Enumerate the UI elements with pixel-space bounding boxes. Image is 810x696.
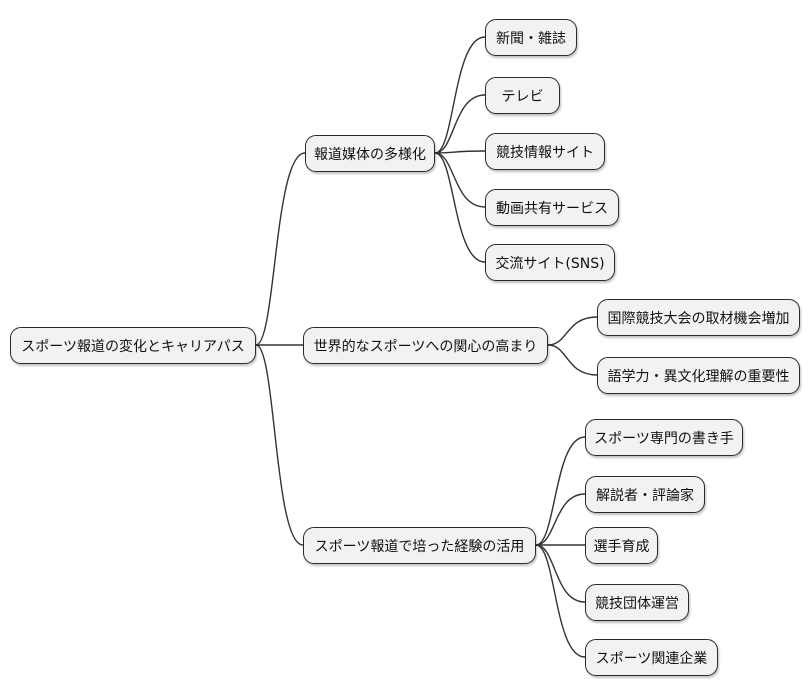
edge-global-coverage [547,316,598,346]
node-leaf-sports-writer: スポーツ専門の書き手 [585,419,743,456]
edge-career-company [535,544,586,658]
node-leaf-sports-info-site: 競技情報サイト [485,133,605,170]
node-leaf-sports-company: スポーツ関連企業 [585,639,718,676]
edge-global-language [547,344,598,376]
edge-root-media [255,152,306,346]
node-leaf-language-culture: 語学力・異文化理解の重要性 [597,357,800,394]
node-leaf-commentator: 解説者・評論家 [585,476,705,513]
edge-media-sns [434,152,486,263]
edge-media-infosite [434,150,486,154]
node-branch-career-use: スポーツ報道で培った経験の活用 [303,527,536,564]
node-leaf-sns: 交流サイト(SNS) [485,244,615,281]
edge-root-career [255,344,304,546]
node-leaf-international-coverage: 国際競技大会の取材機会増加 [597,299,800,336]
node-branch-media: 報道媒体の多様化 [305,135,435,172]
edge-career-commentator [535,493,586,546]
node-root: スポーツ報道の変化とキャリアパス [10,327,256,364]
node-leaf-tv: テレビ [485,77,560,114]
edge-career-org [535,544,586,603]
edge-media-tv [434,94,486,154]
edge-media-newspaper [434,36,486,154]
node-leaf-sports-org-management: 競技団体運営 [585,584,689,621]
edge-media-video [434,152,486,208]
node-leaf-video-sharing: 動画共有サービス [485,189,619,226]
node-leaf-newspaper-magazine: 新聞・雑誌 [485,19,577,56]
edge-career-writer [535,436,586,546]
node-leaf-athlete-development: 選手育成 [585,527,658,564]
node-branch-global-interest: 世界的なスポーツへの関心の高まり [303,327,548,364]
